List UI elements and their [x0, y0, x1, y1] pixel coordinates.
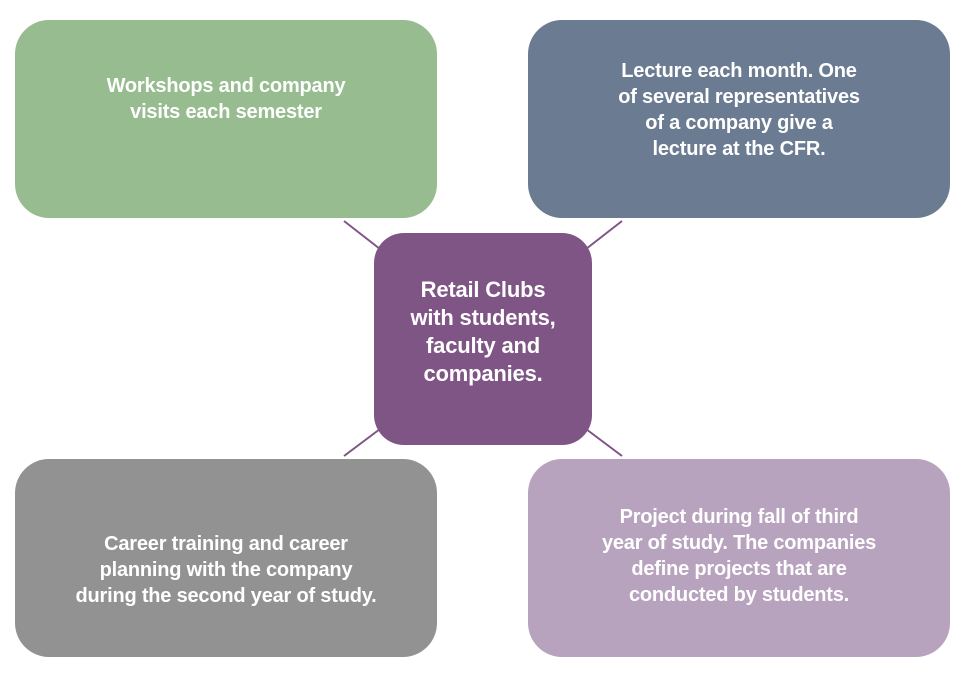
- retail-clubs-text: Retail Clubs with students, faculty and …: [410, 277, 556, 386]
- project-text: Project during fall of third year of stu…: [601, 506, 877, 606]
- connector-bottom-left: [343, 428, 381, 457]
- connector-top-left: [343, 220, 381, 250]
- project-box: Project during fall of third year of stu…: [528, 459, 950, 657]
- connector-top-right: [585, 220, 623, 250]
- career-training-box: Career training and career planning with…: [15, 459, 437, 657]
- lecture-box: Lecture each month. One of several repre…: [528, 20, 950, 218]
- retail-clubs-center-box: Retail Clubs with students, faculty and …: [374, 233, 592, 445]
- workshops-box: Workshops and company visits each semest…: [15, 20, 437, 218]
- career-training-text: Career training and career planning with…: [75, 533, 377, 607]
- lecture-text: Lecture each month. One of several repre…: [618, 60, 860, 160]
- workshops-text: Workshops and company visits each semest…: [106, 75, 346, 123]
- connector-bottom-right: [585, 428, 623, 457]
